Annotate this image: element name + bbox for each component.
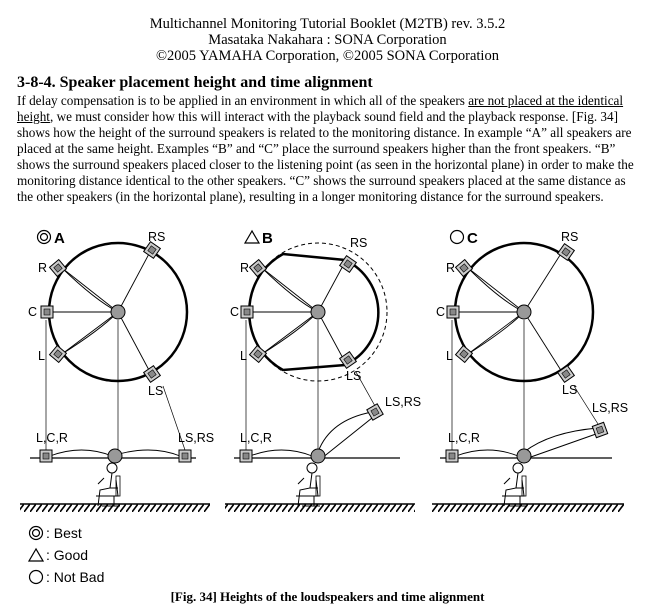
panel-a-listener-icon [95,462,121,507]
panel-c-front-speaker-side [445,449,459,463]
triangle-icon [28,547,44,562]
legend-row-not-bad: : Not Bad [28,566,104,588]
panel-a-label-r: R [38,261,47,275]
panel-a-label-ls: LS [148,384,163,398]
panel-c-speaker-l [455,345,473,363]
document-header: Multichannel Monitoring Tutorial Booklet… [0,16,655,64]
section-title: 3-8-4. Speaker placement height and time… [17,74,373,91]
panel-c-speaker-c [446,305,460,319]
panel-a-label-lsrs: LS,RS [178,431,214,445]
panel-c-speaker-r [455,259,473,277]
panel-c-speaker-rs [557,243,575,261]
panel-c-label-rs: RS [561,230,578,244]
rating-good-icon [243,229,261,244]
panel-a-speaker-l [49,345,67,363]
panel-a-label-c: C [28,305,37,319]
panel-c-label-lcr: L,C,R [448,431,480,445]
panel-a-listening-point [110,304,126,320]
panel-b-front-speaker-side [239,449,253,463]
panel-c-listener-icon [501,462,527,507]
body-text-underlined: are not placed at the identical height [17,93,624,124]
panel-b-speaker-c [240,305,254,319]
double-circle-icon [28,525,44,541]
legend-not-bad-label: : Not Bad [46,569,105,585]
panel-b-label-rs: RS [350,236,367,250]
panel-b-surround-speaker-side [366,403,384,421]
panel-b-label-lsrs: LS,RS [385,395,421,409]
panel-c-speaker-ls [557,365,575,383]
panel-b-label-l: L [240,349,247,363]
legend-row-best: : Best [28,522,104,544]
panel-c-label-l: L [446,349,453,363]
panel-a-label-rs: RS [148,230,165,244]
header-line-3: ©2005 YAMAHA Corporation, ©2005 SONA Cor… [156,48,499,64]
panel-c-surround-speaker-side [591,421,609,439]
circle-icon [28,569,44,585]
figure-legend: : Best : Good : Not Bad [28,522,104,588]
panel-b-speaker-r [249,259,267,277]
panel-c-floor [432,504,624,512]
panel-b-speaker-l [249,345,267,363]
panel-b-listener-icon [295,462,321,507]
panel-c-letter: C [467,230,478,247]
panel-c-label-ls: LS [562,383,577,397]
panel-b-label-ls: LS [346,369,361,383]
figure-caption: [Fig. 34] Heights of the loudspeakers an… [170,589,485,604]
panel-c-label-lsrs: LS,RS [592,401,628,415]
legend-best-label: : Best [46,525,82,541]
panel-b-floor [225,504,415,512]
panel-b-speaker-rs [339,255,357,273]
panel-a-speaker-c [40,305,54,319]
panel-a-floor [20,504,210,512]
panel-a-letter: A [54,230,65,247]
speaker-placement-figure: A R C L RS LS L,C,R LS,RS [20,229,628,512]
legend-row-good: : Good [28,544,104,566]
panel-b-letter: B [262,230,273,247]
panel-b-label-c: C [230,305,239,319]
panel-a-label-l: L [38,349,45,363]
rating-not-bad-icon [449,229,465,245]
panel-a-speaker-r [49,259,67,277]
panel-c-label-c: C [436,305,445,319]
panel-a-surround-speaker-side [178,449,192,463]
rating-best-icon [36,229,52,245]
panel-b-label-lcr: L,C,R [240,431,272,445]
panel-a-front-speaker-side [39,449,53,463]
panel-b-label-r: R [240,261,249,275]
panel-c-label-r: R [446,261,455,275]
section-body: If delay compensation is to be applied i… [17,93,642,205]
body-text-part-2: , we must consider how this will interac… [17,109,634,204]
header-line-1: Multichannel Monitoring Tutorial Booklet… [149,16,506,32]
legend-good-label: : Good [46,547,89,563]
header-line-2: Masataka Nakahara : SONA Corporation [208,32,447,48]
panel-a-label-lcr: L,C,R [36,431,68,445]
panel-a: A R C L RS LS L,C,R LS,RS [20,229,214,512]
panel-b: B R C L RS LS L,C,R LS,RS [225,229,421,512]
body-text-part-1: If delay compensation is to be applied i… [17,93,469,108]
panel-c: C R C L RS LS L,C,R LS,RS [432,229,628,512]
